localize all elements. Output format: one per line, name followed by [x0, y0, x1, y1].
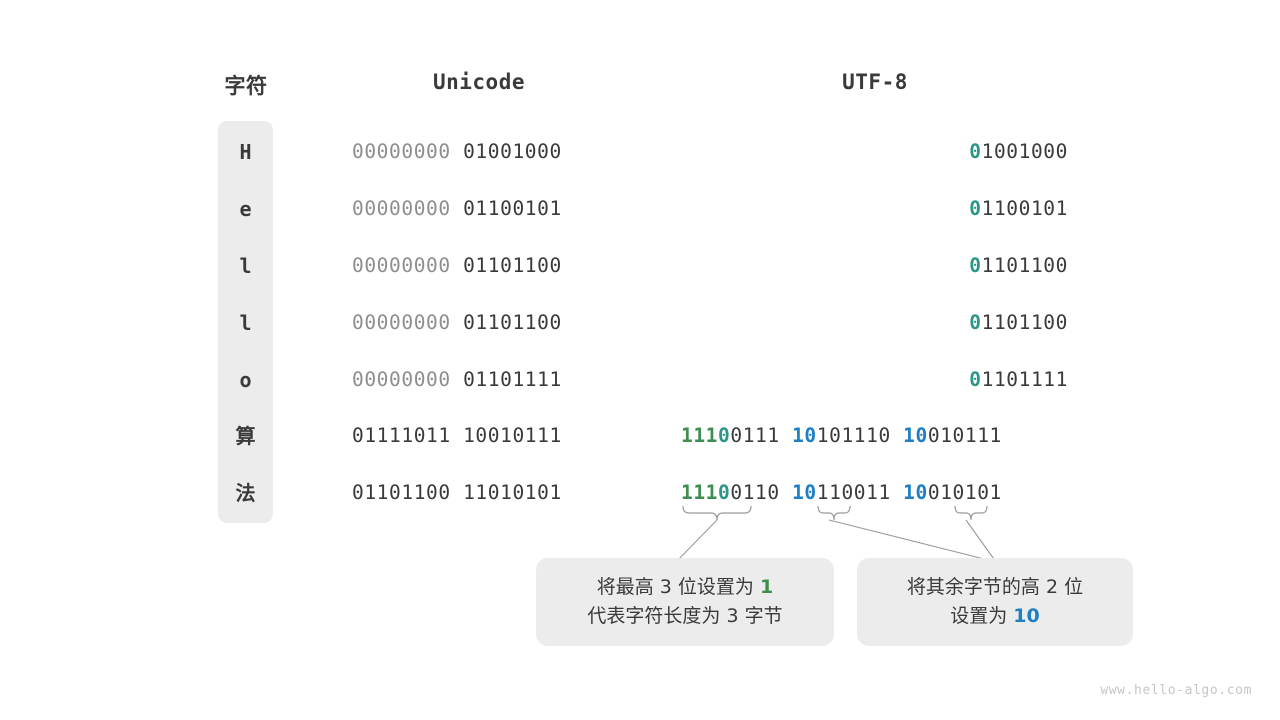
bit-segment: 00000000	[352, 197, 451, 220]
bit-segment: 代表字符长度为 3 字节	[587, 605, 783, 627]
bit-segment: 0	[969, 197, 982, 220]
bit-segment: 01100101	[463, 197, 562, 220]
character-column-pill	[218, 121, 273, 523]
bit-segment: 0	[718, 424, 731, 447]
brace-leading-bits	[682, 505, 752, 521]
character-cell: o	[239, 368, 252, 392]
column-header-unicode: Unicode	[432, 70, 525, 94]
bit-segment	[451, 197, 463, 220]
bit-segment: 10	[903, 481, 928, 504]
bit-segment	[451, 481, 463, 504]
bit-segment: 101110	[816, 424, 891, 447]
annotation-line: 将其余字节的高 2 位	[907, 573, 1083, 602]
bit-segment	[780, 481, 792, 504]
bit-segment: 01111011	[352, 424, 451, 447]
utf8-binary-row: 01001000	[812, 140, 1068, 164]
character-cell: l	[239, 311, 252, 335]
brace-continuation-bits-2	[954, 505, 988, 521]
utf8-binary-row: 01101100	[812, 254, 1068, 278]
character-cell: l	[239, 254, 252, 278]
bit-segment: 1101100	[981, 254, 1068, 277]
bit-segment	[451, 311, 463, 334]
bit-segment: 10010111	[463, 424, 562, 447]
bit-segment: 111	[681, 481, 719, 504]
bit-segment: 01101111	[463, 368, 562, 391]
bit-segment	[451, 254, 463, 277]
bit-segment: 1101111	[981, 368, 1068, 391]
character-cell: e	[239, 197, 252, 221]
bit-segment	[891, 424, 903, 447]
leader-line-note2-b	[965, 519, 997, 563]
bit-segment: 11010101	[463, 481, 562, 504]
bit-segment: 00000000	[352, 368, 451, 391]
annotation-line: 设置为 10	[950, 602, 1040, 631]
unicode-binary-row: 00000000 01001000	[352, 140, 608, 164]
character-cell: H	[239, 140, 252, 164]
bit-segment: 0	[718, 481, 731, 504]
annotation-leading-bits: 将最高 3 位设置为 1 代表字符长度为 3 字节	[536, 558, 834, 646]
annotation-continuation-bits: 将其余字节的高 2 位设置为 10	[857, 558, 1133, 646]
bit-segment: 01101100	[463, 311, 562, 334]
column-header-character: 字符	[224, 74, 268, 98]
bit-segment	[451, 140, 463, 163]
bit-segment	[780, 424, 792, 447]
bit-segment: 0111	[730, 424, 780, 447]
bit-segment: 010101	[927, 481, 1002, 504]
bit-segment	[891, 481, 903, 504]
bit-segment: 01101100	[352, 481, 451, 504]
bit-segment	[451, 368, 463, 391]
bit-segment: 00000000	[352, 254, 451, 277]
bit-segment	[451, 424, 463, 447]
bit-segment: 0	[969, 254, 982, 277]
bit-segment: 1001000	[981, 140, 1068, 163]
bit-segment: 0	[969, 140, 982, 163]
leader-line-note1	[675, 519, 718, 563]
annotation-line: 代表字符长度为 3 字节	[587, 602, 782, 631]
unicode-binary-row: 01111011 10010111	[352, 424, 608, 448]
bit-segment: 01001000	[463, 140, 562, 163]
watermark: www.hello-algo.com	[1100, 683, 1252, 698]
annotation-line: 将最高 3 位设置为 1	[597, 573, 773, 602]
bit-segment: 10	[792, 481, 817, 504]
bit-segment: 10	[1013, 605, 1040, 627]
leader-line-note2-a	[828, 519, 997, 563]
bit-segment: 0	[969, 311, 982, 334]
bit-segment: 00000000	[352, 311, 451, 334]
bit-segment: 0110	[730, 481, 780, 504]
utf8-binary-row: 01101111	[812, 368, 1068, 392]
bit-segment: 将最高 3 位设置为	[596, 575, 760, 598]
bit-segment: 设置为	[950, 605, 1014, 627]
bit-segment: 10	[792, 424, 817, 447]
brace-continuation-bits-1	[817, 505, 851, 521]
unicode-binary-row: 00000000 01100101	[352, 197, 608, 221]
unicode-binary-row: 00000000 01101111	[352, 368, 608, 392]
bit-segment: 110011	[816, 481, 891, 504]
bit-segment: 00000000	[352, 140, 451, 163]
bit-segment: 1	[759, 575, 774, 598]
utf8-binary-row: 11100111 10101110 10010111	[681, 424, 1068, 448]
bit-segment: 01101100	[463, 254, 562, 277]
column-header-utf8: UTF-8	[842, 70, 908, 94]
utf8-binary-row: 01100101	[812, 197, 1068, 221]
bit-segment: 111	[681, 424, 719, 447]
unicode-binary-row: 00000000 01101100	[352, 254, 608, 278]
bit-segment: 010111	[927, 424, 1002, 447]
bit-segment: 10	[903, 424, 928, 447]
utf8-binary-row: 01101100	[812, 311, 1068, 335]
unicode-binary-row: 01101100 11010101	[352, 481, 608, 505]
unicode-binary-row: 00000000 01101100	[352, 311, 608, 335]
bit-segment: 0	[969, 368, 982, 391]
bit-segment: 1100101	[981, 197, 1068, 220]
character-cell: 算	[235, 424, 256, 448]
character-cell: 法	[235, 481, 256, 505]
utf8-binary-row: 11100110 10110011 10010101	[681, 481, 1068, 505]
bit-segment: 将其余字节的高 2 位	[906, 575, 1084, 598]
bit-segment: 1101100	[981, 311, 1068, 334]
